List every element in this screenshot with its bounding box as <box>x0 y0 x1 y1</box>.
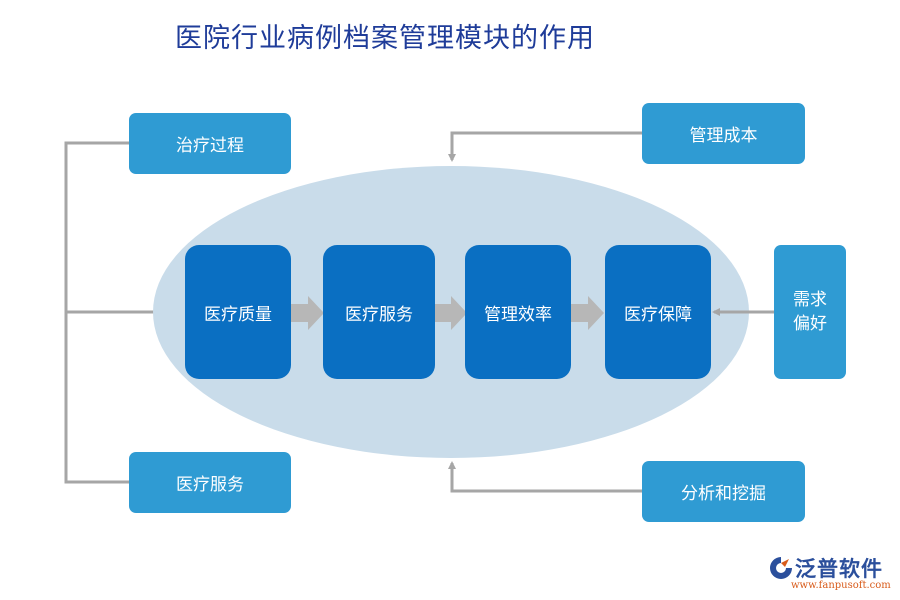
management-cost-node: 管理成本 <box>642 103 805 164</box>
medical-quality-node: 医疗质量 <box>185 245 291 379</box>
logo-name: 泛普软件 <box>795 557 883 581</box>
preference-label: 偏好 <box>793 314 827 334</box>
flow-arrow-3 <box>571 296 604 330</box>
demand-label: 需求 <box>793 290 827 310</box>
logo-mark-icon <box>770 557 792 579</box>
demand-preference-node: 需求 偏好 <box>774 245 846 379</box>
analysis-to-ellipse-arrow <box>448 461 642 493</box>
medical-service-side-node: 医疗服务 <box>129 452 291 513</box>
analysis-mining-label: 分析和挖掘 <box>681 484 766 504</box>
analysis-mining-node: 分析和挖掘 <box>642 461 805 522</box>
medical-service-label: 医疗服务 <box>345 304 413 325</box>
flow-arrow-2 <box>434 296 467 330</box>
treatment-process-label: 治疗过程 <box>176 136 244 156</box>
diagram-title: 医院行业病例档案管理模块的作用 <box>175 23 595 54</box>
management-efficiency-node: 管理效率 <box>465 245 571 379</box>
treatment-process-node: 治疗过程 <box>129 113 291 174</box>
medical-security-node: 医疗保障 <box>605 245 711 379</box>
medical-quality-label: 医疗质量 <box>204 304 272 325</box>
cost-to-ellipse-arrow <box>448 131 642 162</box>
logo-url: www.fanpusoft.com <box>791 580 891 591</box>
medical-service-node: 医疗服务 <box>323 245 435 379</box>
flow-arrow-1 <box>291 296 324 330</box>
management-efficiency-label: 管理效率 <box>484 304 552 325</box>
medical-security-label: 医疗保障 <box>624 304 692 325</box>
medical-service-side-label: 医疗服务 <box>176 475 244 495</box>
brand-logo: 泛普软件 www.fanpusoft.com <box>768 553 892 593</box>
management-cost-label: 管理成本 <box>689 126 758 146</box>
